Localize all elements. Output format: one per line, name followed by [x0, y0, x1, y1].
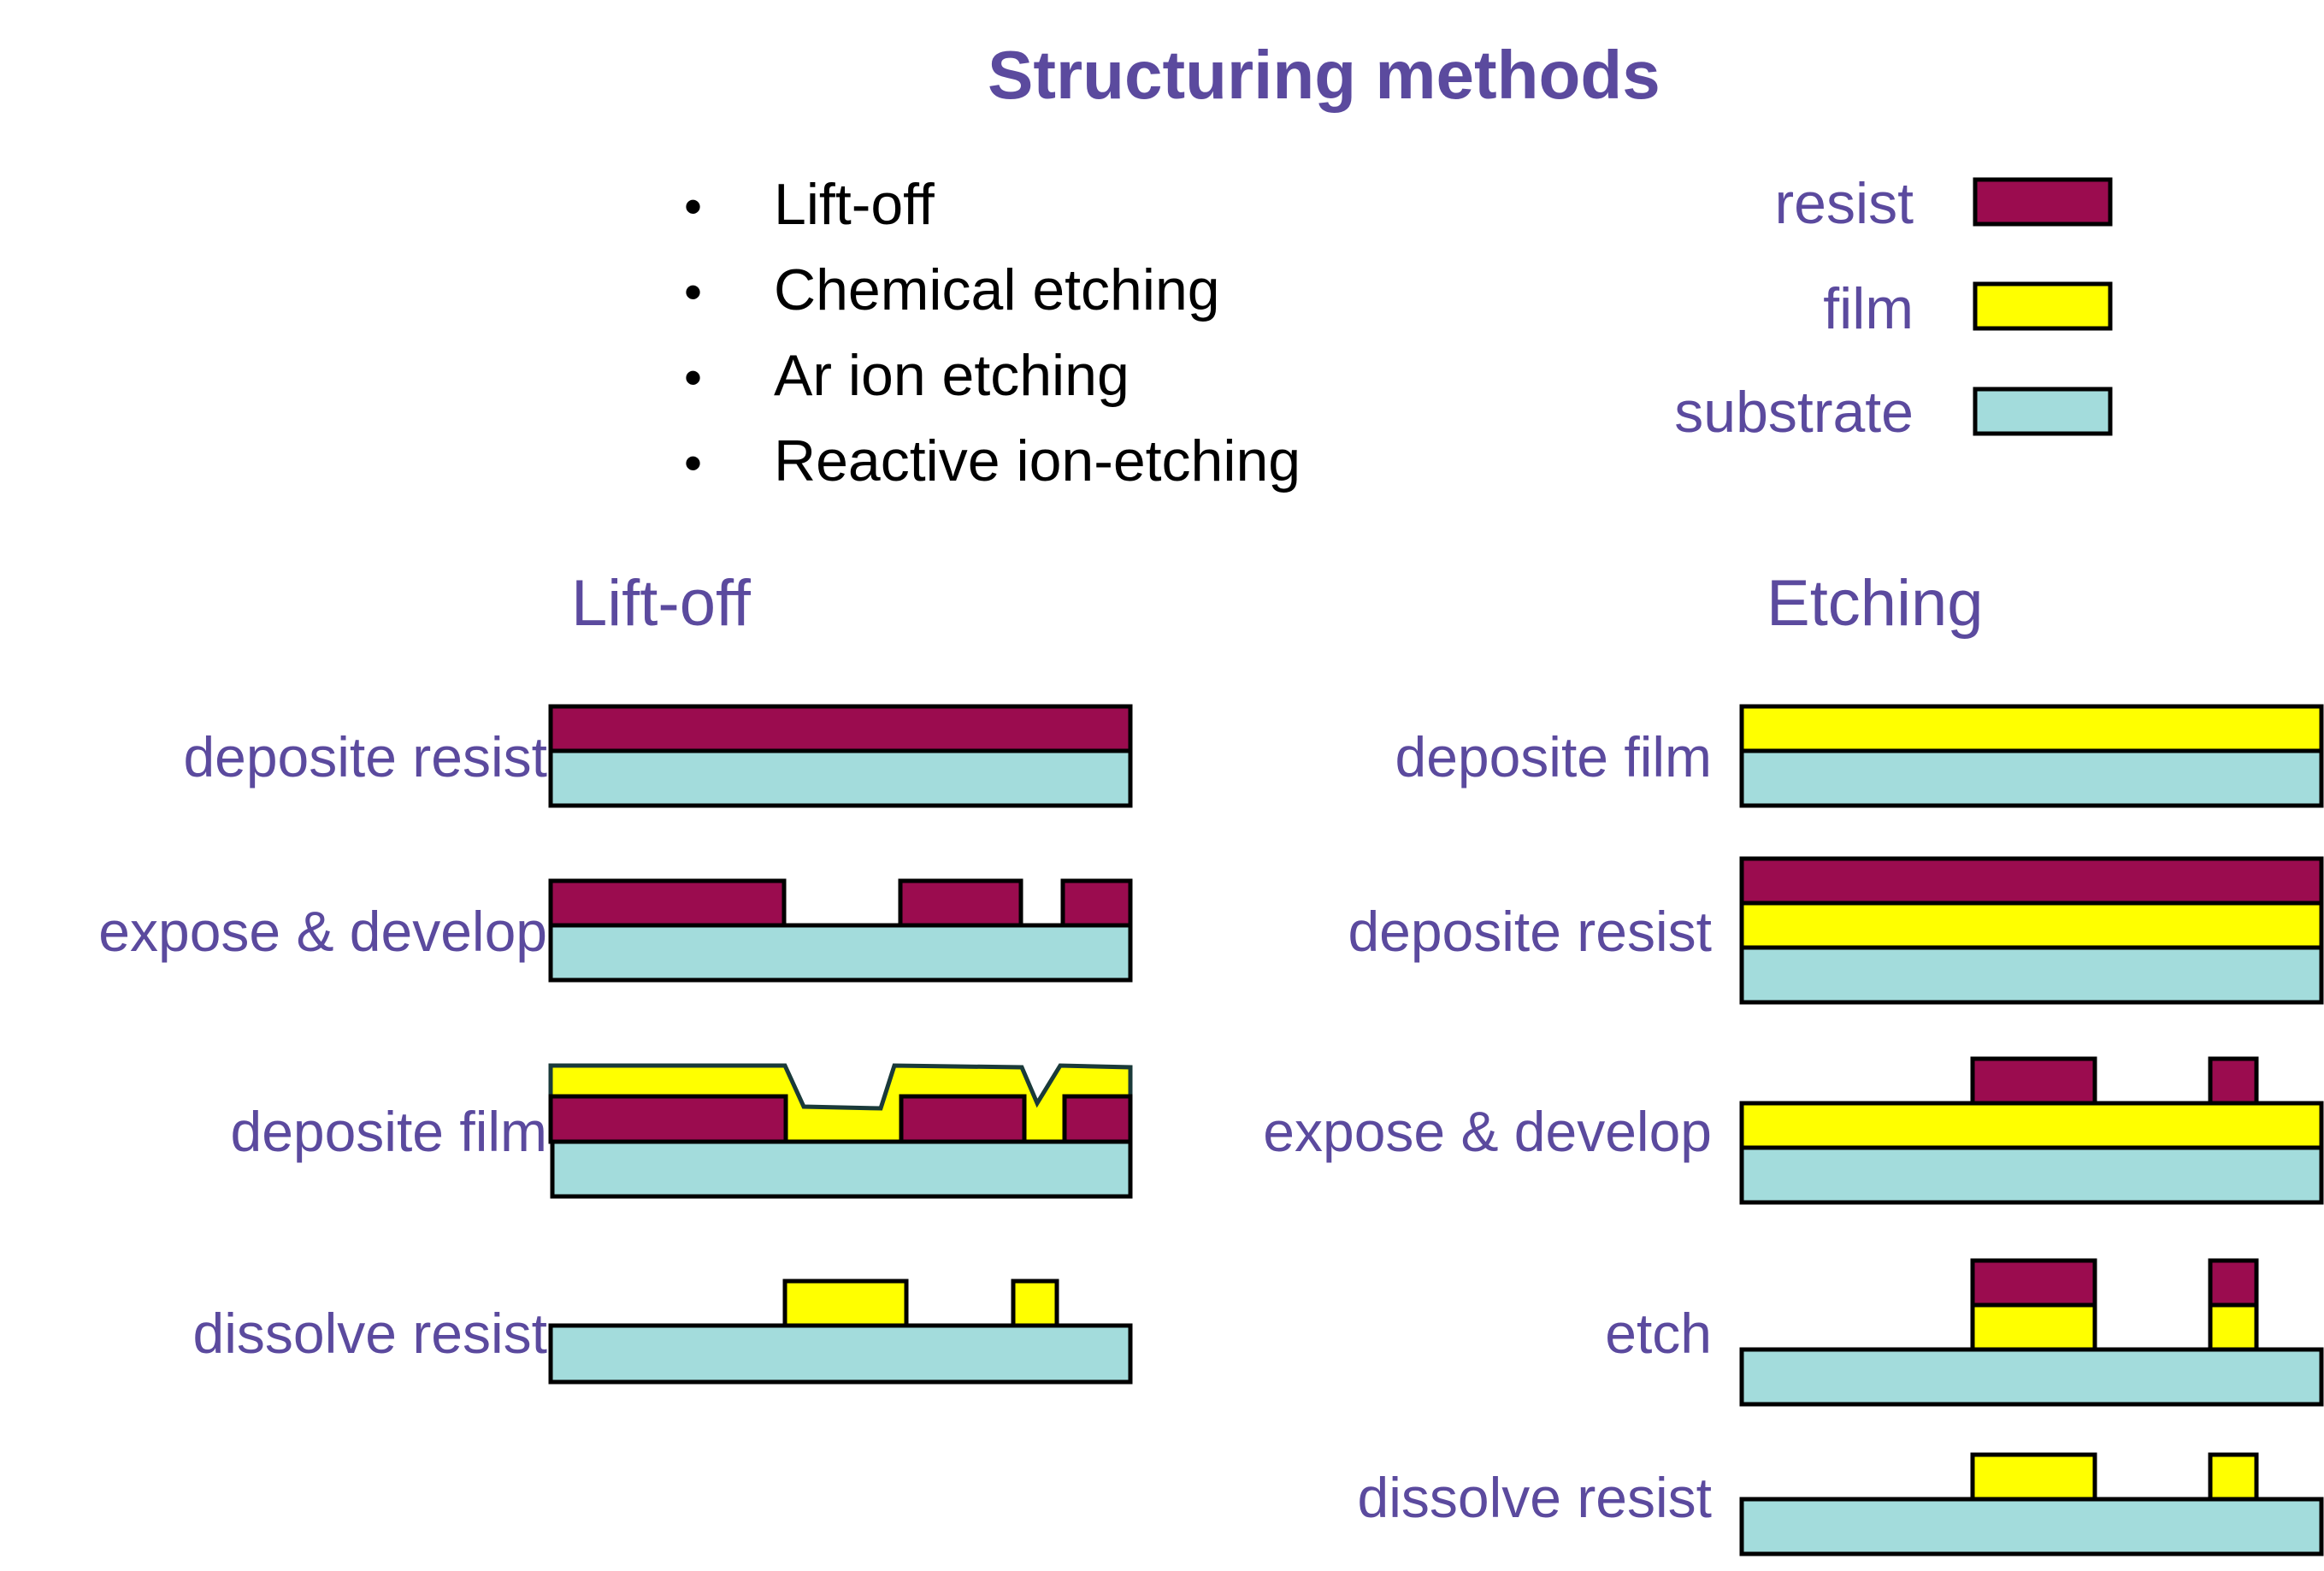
page-title: Structuring methods	[988, 37, 1660, 113]
bullet-dot: •	[684, 178, 703, 235]
legend-swatch-film	[1973, 281, 2113, 331]
etching-step-5-stack	[1739, 1452, 2324, 1556]
etching-step-label: expose & develop	[1263, 1100, 1712, 1163]
method-item: Chemical etching	[774, 257, 1220, 322]
bullet-dot: •	[684, 263, 703, 321]
liftoff-step-label: deposite resist	[183, 725, 547, 788]
liftoff-step-1-stack	[548, 704, 1133, 808]
legend-label-film: film	[1823, 276, 1914, 341]
bullet-dot: •	[684, 349, 703, 406]
liftoff-heading: Lift-off	[571, 567, 751, 640]
liftoff-step-label: expose & develop	[98, 900, 547, 963]
etching-heading: Etching	[1767, 567, 1984, 640]
liftoff-step-label: deposite film	[230, 1100, 547, 1163]
legend-label-substrate: substrate	[1674, 380, 1914, 445]
legend-swatch-substrate	[1973, 387, 2113, 436]
etching-step-2-stack	[1739, 856, 2324, 1005]
etching-step-3-stack	[1739, 1056, 2324, 1205]
method-item: Lift-off	[774, 172, 935, 237]
liftoff-step-4-stack	[548, 1279, 1133, 1385]
etching-step-label: deposite film	[1395, 725, 1712, 788]
etching-step-label: etch	[1605, 1302, 1712, 1365]
etching-step-1-stack	[1739, 704, 2324, 808]
legend-label-resist: resist	[1774, 171, 1914, 236]
bullet-dot: •	[684, 434, 703, 492]
liftoff-step-2-stack	[548, 878, 1133, 983]
etching-step-4-stack	[1739, 1258, 2324, 1407]
method-item: Ar ion etching	[774, 343, 1130, 408]
method-item: Reactive ion-etching	[774, 428, 1301, 493]
liftoff-step-label: dissolve resist	[192, 1302, 547, 1365]
etching-step-label: dissolve resist	[1357, 1466, 1712, 1529]
etching-step-label: deposite resist	[1348, 900, 1712, 963]
legend-swatch-resist	[1973, 177, 2113, 227]
liftoff-step-3-stack	[548, 1063, 1133, 1199]
